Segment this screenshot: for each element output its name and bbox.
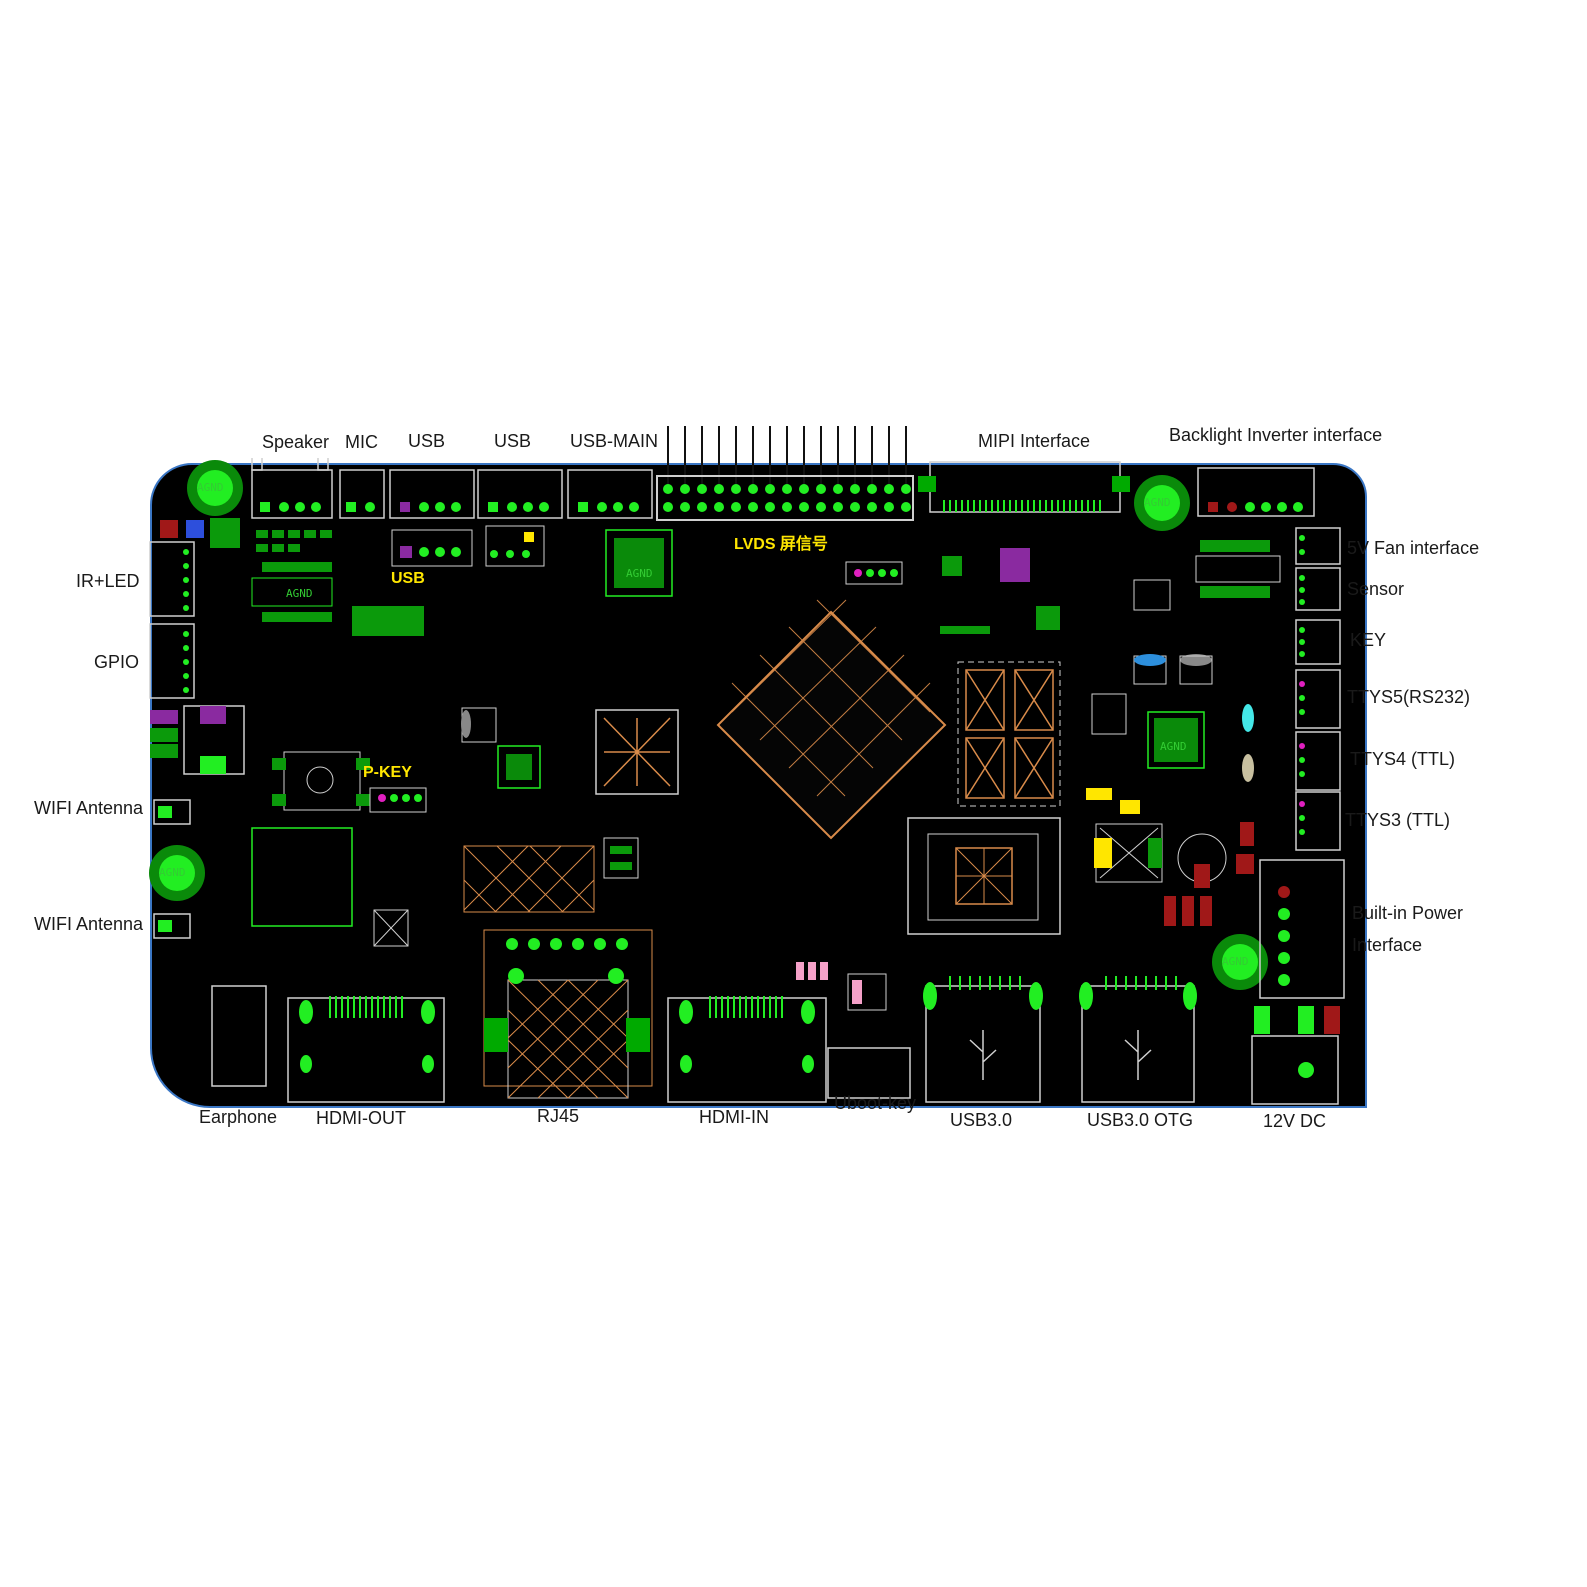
mid-chips <box>251 529 1205 927</box>
left-header-pads <box>158 549 226 932</box>
bottom-connectors <box>211 859 1345 1105</box>
hdmi-fine-pads <box>329 976 1177 1018</box>
label-ir-led: IR+LED <box>76 571 140 591</box>
label-earphone: Earphone <box>199 1107 278 1127</box>
label-rj45: RJ45 <box>537 1106 580 1126</box>
pkey-silkscreen: P-KEY <box>363 764 412 781</box>
label-power-line2: Interface <box>1352 935 1423 955</box>
smd-components <box>150 518 1281 1011</box>
label-hdmi-in: HDMI-IN <box>699 1107 769 1127</box>
bottom-connector-pads <box>299 886 1340 1078</box>
mounting-holes <box>149 460 1268 990</box>
label-key: KEY <box>1350 630 1387 650</box>
label-usb30: USB3.0 <box>950 1110 1013 1130</box>
label-usb-1: USB <box>408 431 446 451</box>
label-power-line1: Built-in Power <box>1352 903 1464 923</box>
ram-chips <box>965 669 1054 799</box>
label-mipi: MIPI Interface <box>978 431 1091 451</box>
rj45-block <box>463 845 653 1099</box>
agnd-hole-1: AGND <box>197 481 224 494</box>
label-ttys5: TTYS5(RS232) <box>1347 687 1471 707</box>
label-usb30-otg: USB3.0 OTG <box>1087 1110 1194 1130</box>
label-speaker: Speaker <box>262 432 330 452</box>
right-header-pads <box>1299 535 1305 835</box>
label-usb-main: USB-MAIN <box>570 431 659 451</box>
main-soc <box>716 599 947 840</box>
label-wifi-antenna-2: WIFI Antenna <box>34 914 144 934</box>
top-connectors <box>251 458 1315 519</box>
label-uboot-key: Uboot-key <box>834 1093 917 1113</box>
label-gpio: GPIO <box>94 652 140 672</box>
agnd-chip-2: AGND <box>286 587 313 600</box>
label-ttys4: TTYS4 (TTL) <box>1350 749 1456 769</box>
label-12v-dc: 12V DC <box>1263 1111 1327 1131</box>
right-headers <box>1295 527 1341 851</box>
label-mic: MIC <box>345 432 378 452</box>
usb-silkscreen: USB <box>391 570 425 587</box>
label-backlight: Backlight Inverter interface <box>1169 425 1383 445</box>
label-ttys3: TTYS3 (TTL) <box>1345 810 1451 830</box>
label-fan: 5V Fan interface <box>1347 538 1480 558</box>
top-connector-pads <box>260 502 1303 512</box>
agnd-hole-4: AGND <box>1222 955 1249 968</box>
lvds-silkscreen: LVDS 屏信号 <box>734 536 828 553</box>
agnd-chip-3: AGND <box>1160 740 1187 753</box>
agnd-chip-1: AGND <box>626 567 653 580</box>
agnd-hole-3: AGND <box>159 866 186 879</box>
usb-symbols <box>969 1030 1152 1080</box>
label-sensor: Sensor <box>1347 579 1405 599</box>
emmc-chip <box>907 817 1061 935</box>
agnd-hole-2: AGND <box>1144 496 1171 509</box>
mipi-connector <box>918 476 1130 512</box>
label-hdmi-out: HDMI-OUT <box>316 1108 406 1128</box>
label-wifi-antenna-1: WIFI Antenna <box>34 798 144 818</box>
label-usb-2: USB <box>494 431 532 451</box>
lvds-pads <box>663 484 911 512</box>
